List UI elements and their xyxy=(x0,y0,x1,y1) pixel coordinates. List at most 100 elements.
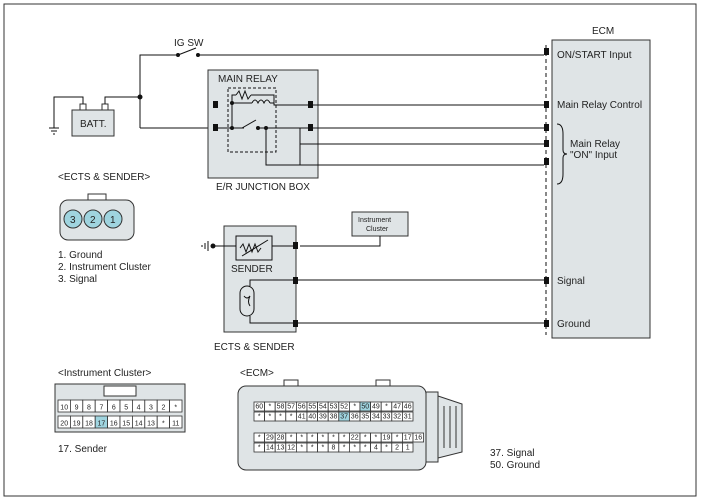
relay-outline xyxy=(227,87,277,153)
ecm-box xyxy=(551,39,651,339)
ects-connector-pins: 3 2 1 xyxy=(63,209,123,229)
connector-pin-label: 4 xyxy=(374,445,378,452)
main-relay-label: MAIN RELAY xyxy=(218,74,278,85)
connector-pin-label: 19 xyxy=(73,421,81,428)
ects-legend-2: 2. Instrument Cluster xyxy=(58,262,151,273)
connector-pin-label: 47 xyxy=(393,404,401,411)
connector-pin-label: 9 xyxy=(75,405,79,412)
ects-connector-title: <ECTS & SENDER> xyxy=(58,172,150,183)
ecm-pin-signal: Signal xyxy=(557,276,585,287)
connector-pin-label: 7 xyxy=(99,405,103,412)
ects-pin-2: 2 xyxy=(90,215,96,226)
connector-pin-label: 28 xyxy=(277,435,285,442)
ecm-legend-1: 37. Signal xyxy=(490,448,534,459)
connector-pin-label: * xyxy=(300,435,303,442)
battery-ground-wire xyxy=(53,96,84,128)
connector-pin-label: 37 xyxy=(340,414,348,421)
relay-coil-icon xyxy=(251,99,271,105)
connector-pin-label: 11 xyxy=(172,421,179,428)
connector-pin-label: 17 xyxy=(98,421,106,428)
connector-pin-label: 36 xyxy=(351,414,359,421)
connector-pin-label: 8 xyxy=(332,445,336,452)
frame xyxy=(3,3,697,497)
connector-pin-label: 41 xyxy=(298,414,306,421)
relay-on-wire-3 xyxy=(265,128,544,166)
connector-pin-label: 17 xyxy=(404,435,412,442)
connector-pin-label: * xyxy=(364,445,367,452)
ig-sw-label: IG SW xyxy=(174,38,204,49)
connector-pin-label: * xyxy=(279,414,282,421)
junction-box xyxy=(207,69,319,179)
connector-pin-label: 5 xyxy=(124,405,128,412)
connector-pin-label: * xyxy=(353,404,356,411)
connector-pin-label: * xyxy=(311,435,314,442)
ecm-pin-ground: Ground xyxy=(557,319,590,330)
ecm-pin-on-start: ON/START Input xyxy=(557,50,632,61)
connector-pin-label: * xyxy=(269,404,272,411)
ecm-title: ECM xyxy=(592,26,614,37)
connector-pin-label: 2 xyxy=(395,445,399,452)
ects-legend-3: 3. Signal xyxy=(58,274,97,285)
connector-pin-label: * xyxy=(258,414,261,421)
ects-pin-3: 3 xyxy=(70,215,76,226)
ecm-pin-main-relay-on-2: "ON" Input xyxy=(570,150,617,161)
connector-pin-label: 18 xyxy=(85,421,93,428)
connector-pin-label: * xyxy=(332,435,335,442)
connector-pin-label: 55 xyxy=(308,404,316,411)
connector-pin-label: * xyxy=(290,435,293,442)
ects-sender-label: ECTS & SENDER xyxy=(214,342,295,353)
sender-label: SENDER xyxy=(231,264,273,275)
connector-pin-label: 40 xyxy=(308,414,316,421)
connector-pin-label: 4 xyxy=(137,405,141,412)
connector-pin-label: 54 xyxy=(319,404,327,411)
connector-pin-label: 20 xyxy=(60,421,68,428)
relay-contact xyxy=(241,119,257,129)
ecm-connector-body xyxy=(237,385,427,471)
ects-thermistor xyxy=(239,285,255,317)
connector-pin-label: 6 xyxy=(112,405,116,412)
connector-pin-label: 22 xyxy=(351,435,359,442)
ecm-legend-2: 50. Ground xyxy=(490,460,540,471)
main-relay-brace xyxy=(556,123,568,185)
connector-pin-label: 34 xyxy=(372,414,380,421)
connector-pin-label: 14 xyxy=(135,421,143,428)
connector-pin-label: 52 xyxy=(340,404,348,411)
connector-pin-label: 16 xyxy=(110,421,118,428)
connector-pin-label: 1 xyxy=(406,445,410,452)
instrument-cluster-label-1: Instrument xyxy=(358,217,391,224)
connector-pin-label: * xyxy=(174,405,177,412)
connector-pin-label: * xyxy=(385,404,388,411)
connector-pin-label: 35 xyxy=(361,414,369,421)
connector-pin-label: * xyxy=(322,435,325,442)
connector-pin-label: 10 xyxy=(60,405,68,412)
connector-pin-label: 2 xyxy=(161,405,165,412)
connector-pin-label: * xyxy=(322,445,325,452)
ig-switch-blade xyxy=(177,47,197,56)
connector-pin-label: 3 xyxy=(149,405,153,412)
connector-pin-label: * xyxy=(343,445,346,452)
relay-resistor xyxy=(235,89,252,101)
connector-pin-label: * xyxy=(290,414,293,421)
connector-pin-label: 33 xyxy=(383,414,391,421)
connector-pin-label: * xyxy=(258,435,261,442)
connector-pin-label: * xyxy=(343,435,346,442)
connector-pin-label: 46 xyxy=(404,404,412,411)
connector-pin-label: * xyxy=(258,445,261,452)
connector-pin-label: 53 xyxy=(330,404,338,411)
ects-pin-1: 1 xyxy=(110,215,116,226)
battery-label: BATT. xyxy=(80,119,106,130)
connector-pin-label: * xyxy=(162,421,165,428)
battery-box xyxy=(71,109,115,137)
ects-sender-box xyxy=(223,225,297,333)
connector-pin-label: 29 xyxy=(266,435,274,442)
cluster-wire xyxy=(300,236,381,247)
connector-pin-label: * xyxy=(269,414,272,421)
connector-pin-label: 50 xyxy=(361,404,369,411)
connector-pin-label: 32 xyxy=(393,414,401,421)
connector-pin-label: 8 xyxy=(87,405,91,412)
cluster-legend: 17. Sender xyxy=(58,444,108,455)
